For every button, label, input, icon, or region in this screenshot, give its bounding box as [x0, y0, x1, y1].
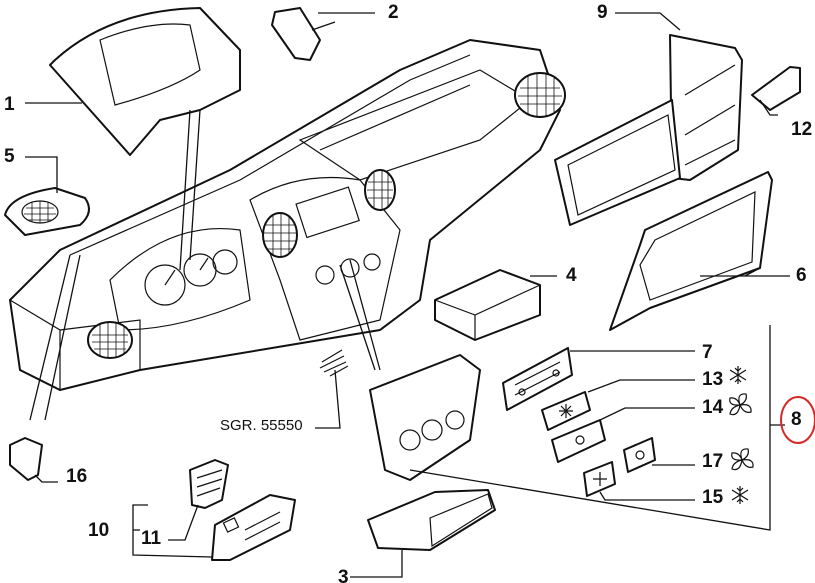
- air-vent-left: [87, 321, 133, 359]
- part-5-speaker-grille: [4, 187, 90, 236]
- callout-9: 9: [597, 2, 608, 23]
- fan-icon: [729, 393, 752, 416]
- callout-15: 15: [702, 487, 724, 508]
- heater-control-face: [369, 354, 481, 481]
- part-12-bracket: [751, 66, 801, 111]
- callout-3: 3: [338, 567, 349, 583]
- callout-12: 12: [791, 119, 812, 140]
- air-vent-center-left: [262, 212, 298, 258]
- callout-10: 10: [88, 520, 109, 541]
- part-10-switch-panel: [211, 494, 296, 561]
- callout-17: 17: [702, 451, 723, 472]
- callout-2: 2: [388, 2, 399, 23]
- part-15-ac-button: [583, 461, 616, 497]
- part-13-ac-knob: [541, 391, 591, 431]
- callout-13: 13: [702, 369, 723, 390]
- callout-16: 16: [66, 466, 87, 487]
- air-vent-center-right: [364, 169, 396, 211]
- part-3-tray: [367, 489, 496, 551]
- leader-lines: [25, 12, 790, 578]
- fan-icon: [731, 448, 754, 471]
- spring-part: [319, 349, 349, 377]
- callout-7: 7: [702, 342, 713, 363]
- callout-6: 6: [796, 265, 807, 286]
- snowflake-icon: [731, 486, 749, 504]
- callout-14: 14: [702, 397, 724, 418]
- callout-11: 11: [141, 528, 162, 549]
- callout-8-highlight: [780, 396, 815, 444]
- part-16-clip: [9, 437, 43, 481]
- part-14-fan-knob: [551, 419, 606, 463]
- part-2-clip-cover: [271, 7, 321, 61]
- part-7-control-plate: [502, 347, 573, 411]
- part-1-cluster-hood: [49, 7, 241, 156]
- part-9-glovebox: [554, 34, 743, 226]
- part-17-fan-button: [623, 437, 656, 473]
- part-6-glovebox-frame: [609, 171, 773, 331]
- callouts: 1 2 3 4 5 6 7 8 9 10 11 12 13 14 15 16 1…: [4, 2, 812, 583]
- snowflake-icon: [729, 366, 747, 384]
- part-4-storage-box: [434, 269, 541, 341]
- callout-8: 8: [791, 409, 802, 430]
- part-11-switch-block: [189, 459, 229, 509]
- reference-code: SGR. 55550: [220, 417, 303, 434]
- callout-5: 5: [4, 146, 15, 167]
- callout-4: 4: [566, 265, 577, 286]
- callout-1: 1: [4, 94, 15, 115]
- air-vent-right: [514, 72, 566, 118]
